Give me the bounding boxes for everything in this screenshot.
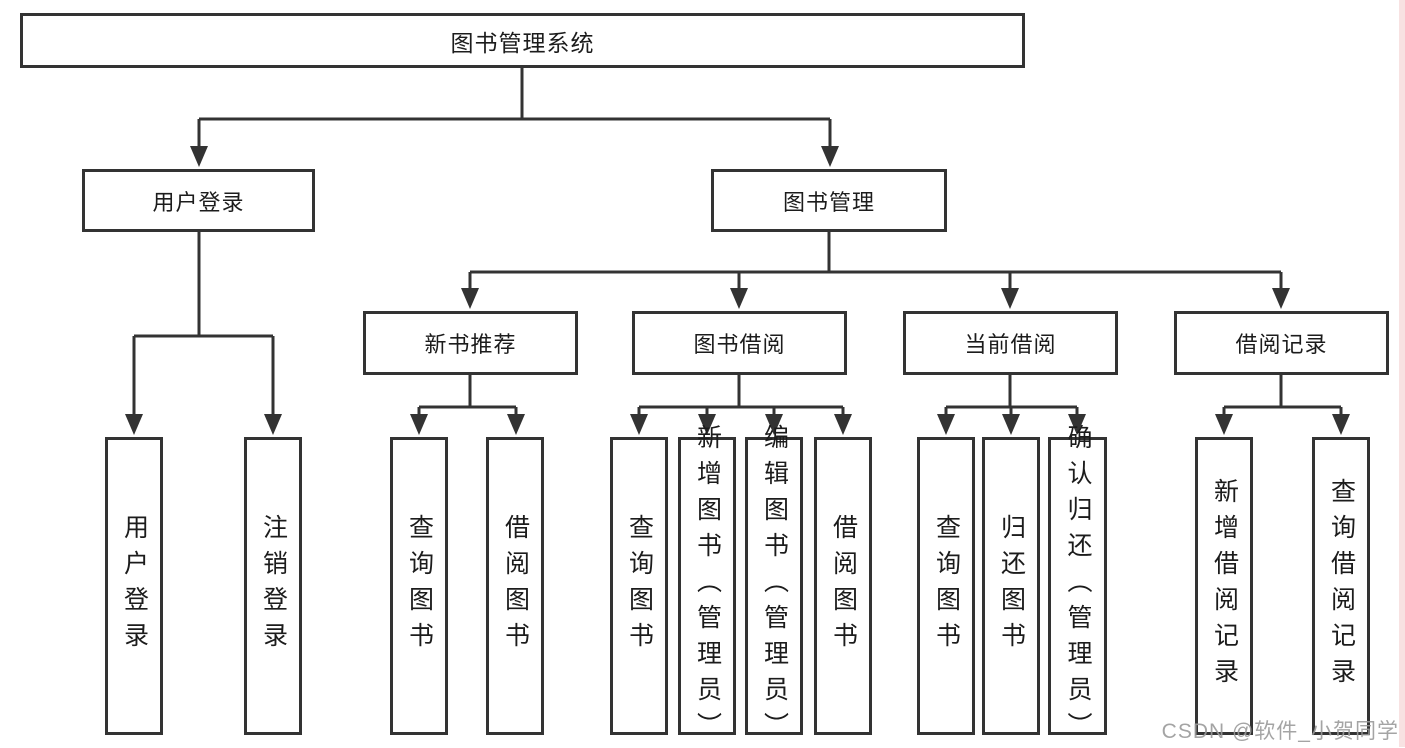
leaf-label: 用户登录 — [120, 514, 149, 658]
node-user-login: 用户登录 — [82, 169, 315, 232]
node-query-books-1: 查询图书 — [390, 437, 448, 735]
leaf-label: 借阅图书 — [829, 514, 858, 658]
leaf-label: 确认归还（管理员） — [1064, 424, 1092, 748]
leaf-label: 借阅图书 — [501, 514, 530, 658]
node-user-login-leaf: 用户登录 — [105, 437, 163, 735]
node-add-borrow-record: 新增借阅记录 — [1195, 437, 1253, 735]
leaf-label: 注销登录 — [259, 514, 288, 658]
node-current-borrowing: 当前借阅 — [903, 311, 1118, 375]
node-return-books: 归还图书 — [982, 437, 1040, 735]
node-book-borrowing: 图书借阅 — [632, 311, 847, 375]
node-borrowing-records: 借阅记录 — [1174, 311, 1389, 375]
node-borrow-books-2: 借阅图书 — [814, 437, 872, 735]
arrowhead-icons — [125, 146, 1350, 435]
watermark: CSDN @软件_小贺同学 — [1161, 720, 1399, 743]
right-edge-strip — [1399, 0, 1405, 747]
leaf-label: 查询图书 — [405, 514, 434, 658]
node-query-books-2: 查询图书 — [610, 437, 668, 735]
node-logout: 注销登录 — [244, 437, 302, 735]
node-add-books-admin: 新增图书（管理员） — [678, 424, 736, 748]
leaf-label: 新增借阅记录 — [1210, 478, 1239, 694]
node-new-book-recommend: 新书推荐 — [363, 311, 578, 375]
node-confirm-return-admin: 确认归还（管理员） — [1048, 424, 1107, 748]
node-borrow-books-1: 借阅图书 — [486, 437, 544, 735]
leaf-label: 新增图书（管理员） — [693, 424, 722, 748]
node-edit-books-admin: 编辑图书（管理员） — [745, 424, 803, 748]
node-query-borrow-record: 查询借阅记录 — [1312, 437, 1370, 735]
leaf-label: 查询借阅记录 — [1327, 478, 1356, 694]
leaf-label: 查询图书 — [625, 514, 654, 658]
node-query-books-3: 查询图书 — [917, 437, 975, 735]
node-library-system: 图书管理系统 — [20, 13, 1025, 68]
leaf-label: 查询图书 — [932, 514, 961, 658]
node-book-management: 图书管理 — [711, 169, 947, 232]
leaf-label: 编辑图书（管理员） — [760, 424, 789, 748]
leaf-label: 归还图书 — [997, 514, 1026, 658]
